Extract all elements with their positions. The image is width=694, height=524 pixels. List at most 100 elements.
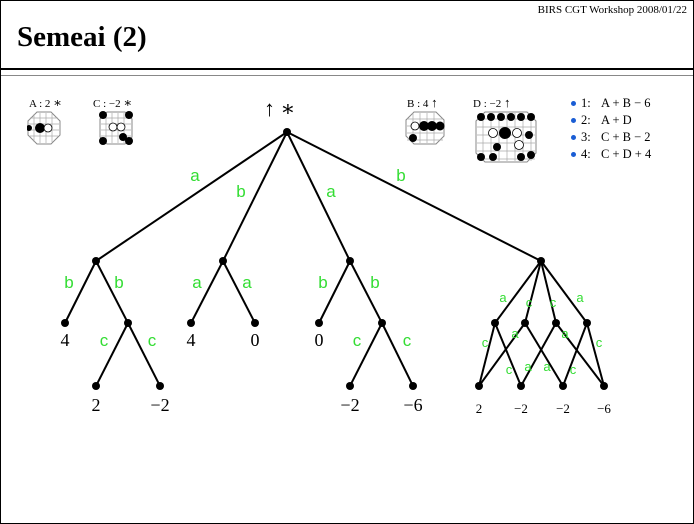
- leaf-value-l1c: −2: [150, 395, 169, 415]
- tree-edge-n3-i3: [349, 260, 383, 324]
- tree-node-l1a: [61, 319, 69, 327]
- edge-label-n4-s1: a: [499, 290, 507, 305]
- position-text-c: C : −2: [93, 98, 121, 110]
- position-label-b: B : 4 ↑: [407, 95, 438, 111]
- position-symbol-d: ↑: [503, 95, 511, 110]
- edge-label-n2-l2a: a: [192, 273, 202, 292]
- edge-label-n4-s3: c: [550, 295, 557, 310]
- tree-node-s2: [521, 319, 529, 327]
- edge-label-n3-l3a: b: [318, 273, 327, 292]
- leaf-value-l2b: 0: [251, 330, 260, 350]
- leaf-value-l1a: 4: [61, 330, 70, 350]
- tree-edge-s4-f4: [586, 322, 605, 387]
- edge-label-s4-f3: c: [570, 362, 577, 377]
- tree-node-f1: [475, 382, 483, 390]
- header-note: BIRS CGT Workshop 2008/01/22: [537, 4, 687, 16]
- edge-label-i1-l1c: c: [148, 331, 157, 350]
- edge-label-r-n4: b: [396, 166, 405, 185]
- tree-edge-n2-l2b: [222, 260, 256, 324]
- edge-label-s3-f4: a: [561, 326, 569, 341]
- legend-expression: A + B − 6: [601, 96, 651, 110]
- position-symbol-c: ∗: [123, 95, 133, 110]
- edge-label-r-n3: a: [326, 182, 336, 201]
- position-symbol-b: ↑: [431, 95, 438, 110]
- legend-number: 1:: [581, 96, 591, 110]
- leaf-value-f1: 2: [476, 401, 483, 416]
- legend-expression: C + D + 4: [601, 147, 652, 161]
- tree-node-l1c: [156, 382, 164, 390]
- legend-item: 1: A + B − 6: [571, 95, 651, 112]
- leaf-value-l3b: −2: [340, 395, 359, 415]
- tree-node-i3: [378, 319, 386, 327]
- edge-label-n4-s2: c: [526, 295, 533, 310]
- tree-node-l2b: [251, 319, 259, 327]
- edge-label-s3-f2: a: [543, 359, 551, 374]
- legend-item: 3: C + B − 2: [571, 129, 651, 146]
- tree-node-n4: [537, 257, 545, 265]
- legend-number: 2:: [581, 113, 591, 127]
- legend-item: 2: A + D: [571, 112, 651, 129]
- edge-label-n2-l2b: a: [242, 273, 252, 292]
- tree-edge-r-n2: [222, 131, 288, 262]
- legend-expression: A + D: [601, 113, 632, 127]
- tree-node-f2: [517, 382, 525, 390]
- tree-edge-n1-l1a: [64, 260, 97, 324]
- tree-edge-r-n1: [95, 131, 288, 262]
- go-board-d: [475, 111, 537, 163]
- position-label-a: A : 2 ∗: [29, 95, 62, 111]
- tree-edge-n2-l2a: [190, 260, 224, 324]
- tree-edge-n1-i1: [95, 260, 129, 324]
- bullet-icon: [571, 135, 576, 140]
- leaf-value-f3: −2: [556, 401, 570, 416]
- tree-node-n3: [346, 257, 354, 265]
- edge-label-n3-i3: b: [370, 273, 379, 292]
- edge-label-s4-f4: c: [596, 335, 603, 350]
- tree-edge-r-n3: [286, 131, 351, 262]
- tree-node-r: [283, 128, 291, 136]
- tree-edge-s1-f2: [494, 322, 522, 387]
- go-board-c: [99, 111, 133, 145]
- tree-edge-n4-s2: [524, 260, 542, 324]
- tree-edge-n4-s1: [494, 260, 542, 324]
- edge-label-n1-i1: b: [114, 273, 123, 292]
- title-rule-thin: [1, 75, 693, 76]
- edge-label-i3-l3b: c: [353, 331, 362, 350]
- leaf-value-f4: −6: [597, 401, 611, 416]
- tree-edge-r-n4: [286, 131, 542, 262]
- tree-node-l2a: [187, 319, 195, 327]
- tree-edge-n4-s3: [540, 260, 557, 324]
- bullet-icon: [571, 101, 576, 106]
- position-text-d: D : −2: [473, 98, 502, 110]
- go-board-b: [405, 111, 445, 145]
- position-text-b: B : 4: [407, 98, 429, 110]
- tree-node-s3: [552, 319, 560, 327]
- tree-edge-s2-f3: [524, 322, 564, 387]
- edge-label-i1-l1b: c: [100, 331, 109, 350]
- tree-node-n2: [219, 257, 227, 265]
- edge-label-s2-f3: a: [524, 359, 532, 374]
- tree-node-i1: [124, 319, 132, 327]
- bullet-icon: [571, 152, 576, 157]
- edge-label-n1-l1a: b: [64, 273, 73, 292]
- tree-node-l1b: [92, 382, 100, 390]
- legend-expression: C + B − 2: [601, 130, 651, 144]
- legend: 1: A + B − 6 2: A + D 3: C + B − 2 4: C …: [571, 95, 651, 163]
- tree-node-l3b: [346, 382, 354, 390]
- position-label-d: D : −2 ↑: [473, 95, 510, 111]
- page-title: Semeai (2): [17, 21, 147, 53]
- position-label-c: C : −2 ∗: [93, 95, 132, 111]
- tree-edge-s3-f4: [555, 322, 605, 387]
- tree-node-l3a: [315, 319, 323, 327]
- go-board-a: [27, 111, 61, 145]
- tree-node-n1: [92, 257, 100, 265]
- leaf-value-f2: −2: [514, 401, 528, 416]
- legend-number: 4:: [581, 147, 591, 161]
- legend-number: 3:: [581, 130, 591, 144]
- leaf-value-l2a: 4: [187, 330, 196, 350]
- tree-node-s1: [491, 319, 499, 327]
- tree-node-f3: [559, 382, 567, 390]
- leaf-value-l3a: 0: [315, 330, 324, 350]
- position-symbol-a: ∗: [53, 95, 62, 110]
